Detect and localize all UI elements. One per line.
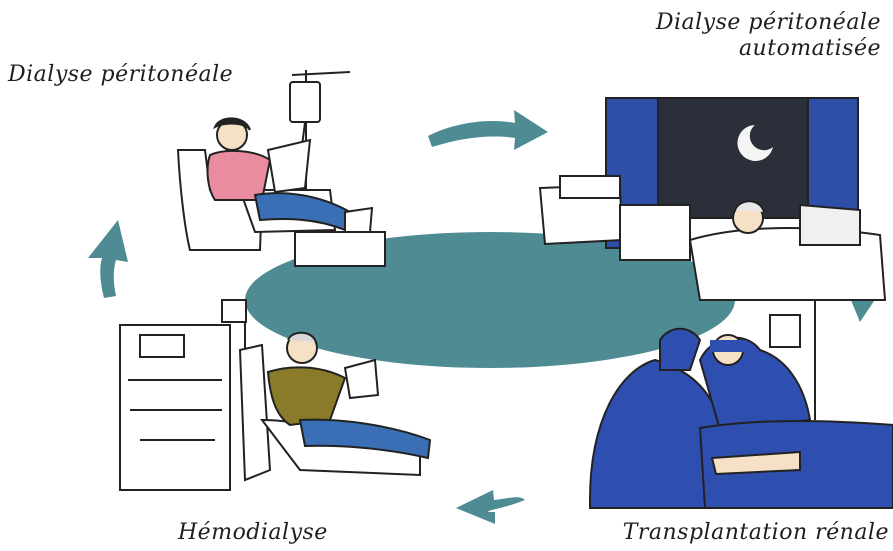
arrow-left-up [88, 220, 128, 298]
arrow-top-right [428, 110, 548, 150]
label-automated-line1: Dialyse péritonéale [656, 10, 881, 36]
label-kidney-transplant: Transplantation rénale [623, 520, 889, 545]
peritoneal-scene [178, 70, 385, 266]
label-automated-peritoneal-dialysis: Dialyse péritonéale automatisée [656, 10, 881, 62]
label-peritoneal-dialysis: Dialyse péritonéale [8, 62, 233, 87]
label-automated-line2: automatisée [656, 36, 881, 62]
label-hemodialysis: Hémodialyse [178, 520, 328, 545]
arrow-bottom-left [456, 490, 525, 524]
